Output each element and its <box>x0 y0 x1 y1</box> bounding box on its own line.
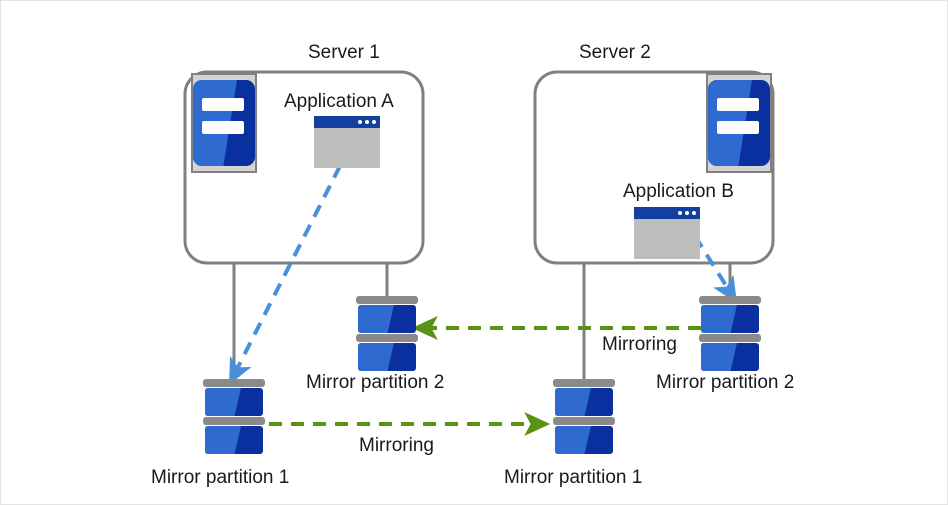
server-2-mirror-partition-1-label: Mirror partition 1 <box>504 467 643 488</box>
server-2-title: Server 2 <box>579 42 651 63</box>
server-slot-bar-1 <box>202 98 244 111</box>
app-window-dot-2 <box>685 211 689 215</box>
app-window-body <box>634 219 700 259</box>
disk-block-2 <box>205 426 263 454</box>
server-2-mirror-partition-1-icon <box>553 379 615 463</box>
disk-block-1 <box>701 305 759 333</box>
app-window-dot-3 <box>692 211 696 215</box>
disk-plate-top <box>356 296 418 304</box>
disk-plate-middle <box>356 334 418 342</box>
server-1-machine-icon <box>191 73 257 173</box>
server-2-box <box>533 70 775 265</box>
disk-plate-middle <box>553 417 615 425</box>
application-a-label: Application A <box>284 91 394 112</box>
app-window-body <box>314 128 380 168</box>
server-tower-shape <box>708 80 770 166</box>
disk-block-1 <box>555 388 613 416</box>
application-b-window-icon <box>634 207 700 259</box>
application-b-access-arrow <box>693 234 737 304</box>
disk-block-2 <box>358 343 416 371</box>
server-2-machine-icon <box>706 73 772 173</box>
disk-plate-middle <box>699 334 761 342</box>
mirroring-label-bottom: Mirroring <box>359 435 434 456</box>
app-window-dot-1 <box>358 120 362 124</box>
disk-block-1 <box>358 305 416 333</box>
app-window-dot-1 <box>678 211 682 215</box>
application-a-window-icon <box>314 116 380 168</box>
server-1-title: Server 1 <box>308 42 380 63</box>
server-1-mirror-partition-2-label: Mirror partition 2 <box>306 372 445 393</box>
server-2-mirror-partition-2-icon <box>699 296 761 380</box>
disk-plate-middle <box>203 417 265 425</box>
disk-plate-top <box>699 296 761 304</box>
server-1-mirror-partition-1-label: Mirror partition 1 <box>151 467 290 488</box>
application-a-access-arrow <box>229 165 342 385</box>
disk-plate-top <box>203 379 265 387</box>
app-window-dot-2 <box>365 120 369 124</box>
app-window-titlebar <box>634 207 700 219</box>
app-window-titlebar <box>314 116 380 128</box>
disk-block-1 <box>205 388 263 416</box>
server-1-mirror-partition-1-icon <box>203 379 265 463</box>
disk-block-2 <box>701 343 759 371</box>
server-slot-bar-2 <box>202 121 244 134</box>
disk-block-2 <box>555 426 613 454</box>
disk-plate-top <box>553 379 615 387</box>
server-1-box <box>183 70 425 265</box>
server-slot-bar-2 <box>717 121 759 134</box>
mirroring-label-top: Mirroring <box>602 334 677 355</box>
application-b-label: Application B <box>623 181 734 202</box>
server-tower-shape <box>193 80 255 166</box>
app-window-dot-3 <box>372 120 376 124</box>
server-1-mirror-partition-2-icon <box>356 296 418 380</box>
server-2-mirror-partition-2-label: Mirror partition 2 <box>656 372 795 393</box>
server-slot-bar-1 <box>717 98 759 111</box>
